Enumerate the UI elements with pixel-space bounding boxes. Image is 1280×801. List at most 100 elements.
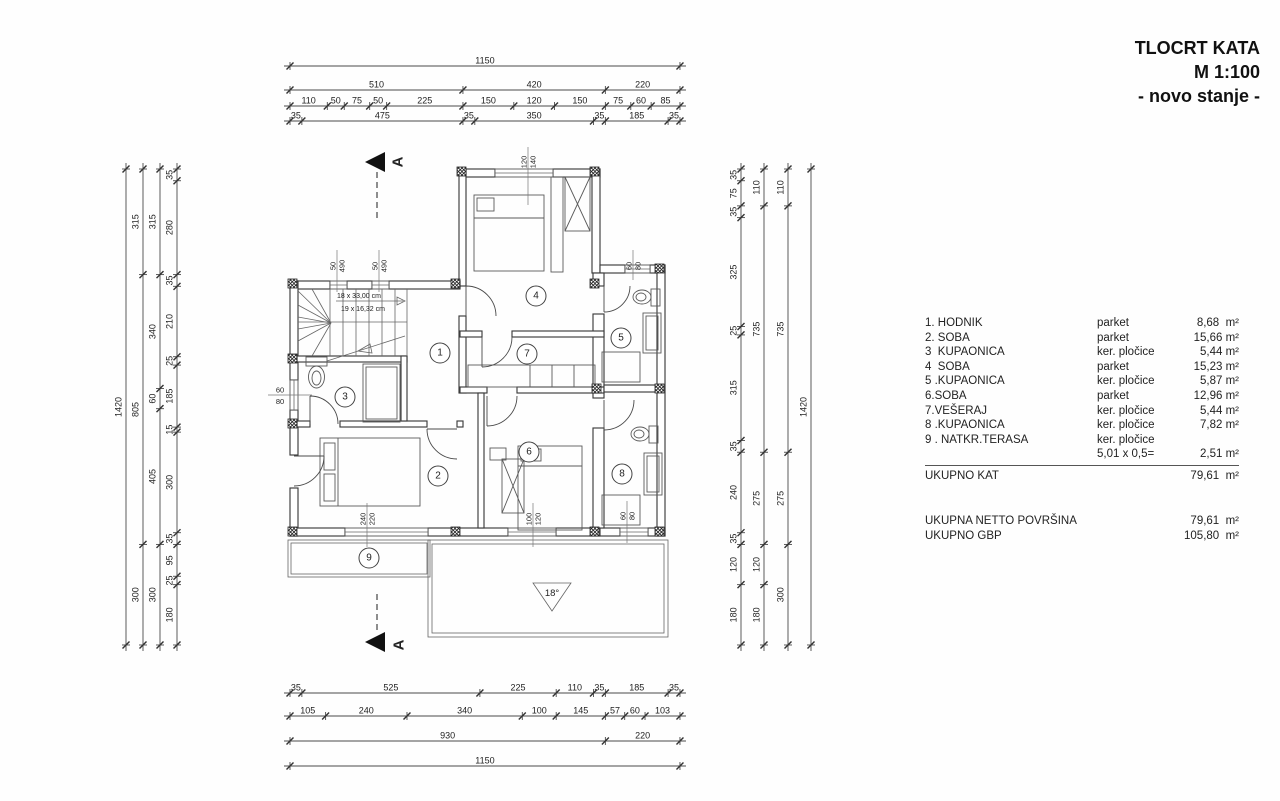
- dim-tick: [286, 117, 294, 125]
- dim-tick: [173, 423, 181, 432]
- dim-label: 60: [630, 706, 640, 716]
- dim-tick: [737, 640, 745, 649]
- netto-value: 79,61 m²: [1190, 514, 1239, 527]
- legend-room-material: 5,01 x 0,5=: [1097, 448, 1155, 461]
- dim-label: 110: [568, 683, 582, 693]
- legend-row: 5,01 x 0,5=2,51 m²: [925, 447, 1239, 462]
- dim-tick: [737, 165, 745, 173]
- title-block: TLOCRT KATA M 1:100 - novo stanje -: [1135, 36, 1260, 108]
- roof-outline: 18°: [427, 539, 669, 638]
- dim-label: 735: [776, 322, 786, 337]
- dim-tick: [589, 689, 598, 697]
- column-marker: [450, 278, 461, 289]
- dim-tick: [737, 580, 745, 589]
- dim-tick: [647, 102, 656, 110]
- dim-label: 1150: [475, 756, 494, 766]
- terrace-outline: [287, 539, 431, 578]
- dim-tick: [297, 689, 306, 697]
- legend-room-name: 3 KUPAONICA: [925, 346, 1005, 359]
- dim-tick: [641, 712, 650, 720]
- dim-label: 103: [655, 706, 670, 716]
- dim-tick: [784, 540, 792, 549]
- opening-tag-height: 490: [380, 260, 389, 273]
- dim-label: 300: [131, 587, 141, 602]
- dim-tick: [297, 117, 306, 125]
- dim-tick: [286, 712, 294, 720]
- dim-tick: [675, 117, 684, 125]
- legend-room-name: 4 SOBA: [925, 360, 970, 373]
- stair-note-line2: 19 x 16,32 cm: [341, 306, 385, 313]
- room-number-circle: [334, 386, 356, 408]
- dim-label: 315: [131, 214, 141, 229]
- dim-tick: [675, 86, 684, 94]
- room-number-label: 4: [533, 291, 539, 302]
- dim-label: 300: [148, 587, 158, 602]
- dim-label: 185: [629, 683, 644, 693]
- dim-label: 35: [729, 170, 739, 180]
- dim-tick: [323, 102, 332, 110]
- room-number-label: 9: [366, 553, 372, 564]
- column-marker: [287, 353, 298, 364]
- dim-tick: [173, 528, 181, 537]
- staircase: [297, 288, 408, 362]
- dim-tick: [760, 580, 768, 589]
- dim-label: 35: [729, 534, 739, 544]
- opening-tag-width: 60: [625, 262, 634, 270]
- dim-label: 300: [776, 587, 786, 602]
- dim-label: 75: [729, 188, 739, 198]
- dim-tick: [173, 176, 181, 185]
- column-marker: [456, 166, 467, 177]
- dim-tick: [664, 689, 673, 697]
- drawing-state: - novo stanje -: [1137, 86, 1260, 106]
- dim-tick: [737, 201, 745, 210]
- dim-tick: [173, 640, 181, 649]
- dim-tick: [173, 361, 181, 370]
- dim-tick: [807, 165, 815, 173]
- legend-room-name: 8 .KUPAONICA: [925, 419, 1005, 432]
- dim-tick: [475, 689, 484, 697]
- dim-tick: [737, 330, 745, 339]
- dim-label: 420: [527, 80, 542, 90]
- legend-room-name: 2. SOBA: [925, 331, 970, 344]
- dim-label: 35: [165, 170, 175, 180]
- dim-tick: [156, 165, 164, 173]
- dim-label: 15: [165, 425, 175, 435]
- dim-tick: [737, 528, 745, 537]
- room-number-circle: [518, 441, 540, 463]
- section-arrow-bottom: [365, 632, 385, 652]
- dim-tick: [664, 117, 673, 125]
- total-value: 79,61 m²: [1190, 469, 1239, 482]
- room-number-circle: [358, 547, 380, 569]
- dim-label: 50: [331, 96, 341, 106]
- dim-tick: [286, 737, 294, 745]
- dim-tick: [675, 712, 684, 720]
- opening-tag-height: 220: [368, 513, 377, 526]
- room-number-circle: [610, 327, 632, 349]
- room-number-label: 7: [524, 349, 530, 360]
- column-marker: [654, 263, 665, 274]
- legend-room-name: 1. HODNIK: [925, 317, 983, 329]
- dim-tick: [156, 384, 164, 393]
- dim-label: 185: [165, 389, 175, 404]
- section-arrow-top: [365, 152, 385, 172]
- legend-room-area: [1173, 433, 1239, 448]
- dim-label: 240: [359, 706, 374, 716]
- dim-label: 110: [301, 96, 315, 106]
- dim-label: 240: [729, 485, 739, 500]
- legend-room-area: 15,23 m²: [1193, 360, 1239, 373]
- dim-label: 315: [148, 214, 158, 229]
- legend-room-material: ker. pločice: [1097, 346, 1155, 359]
- legend-room-area: 12,96 m²: [1193, 389, 1239, 402]
- legend-room-area: 7,82 m²: [1200, 419, 1239, 432]
- dim-label: 57: [610, 706, 620, 716]
- dim-label: 735: [752, 322, 762, 337]
- dim-tick: [156, 404, 164, 413]
- dim-tick: [173, 572, 181, 581]
- column-marker: [589, 526, 600, 537]
- legend-total-row: UKUPNO KAT 79,61 m²: [925, 464, 1239, 484]
